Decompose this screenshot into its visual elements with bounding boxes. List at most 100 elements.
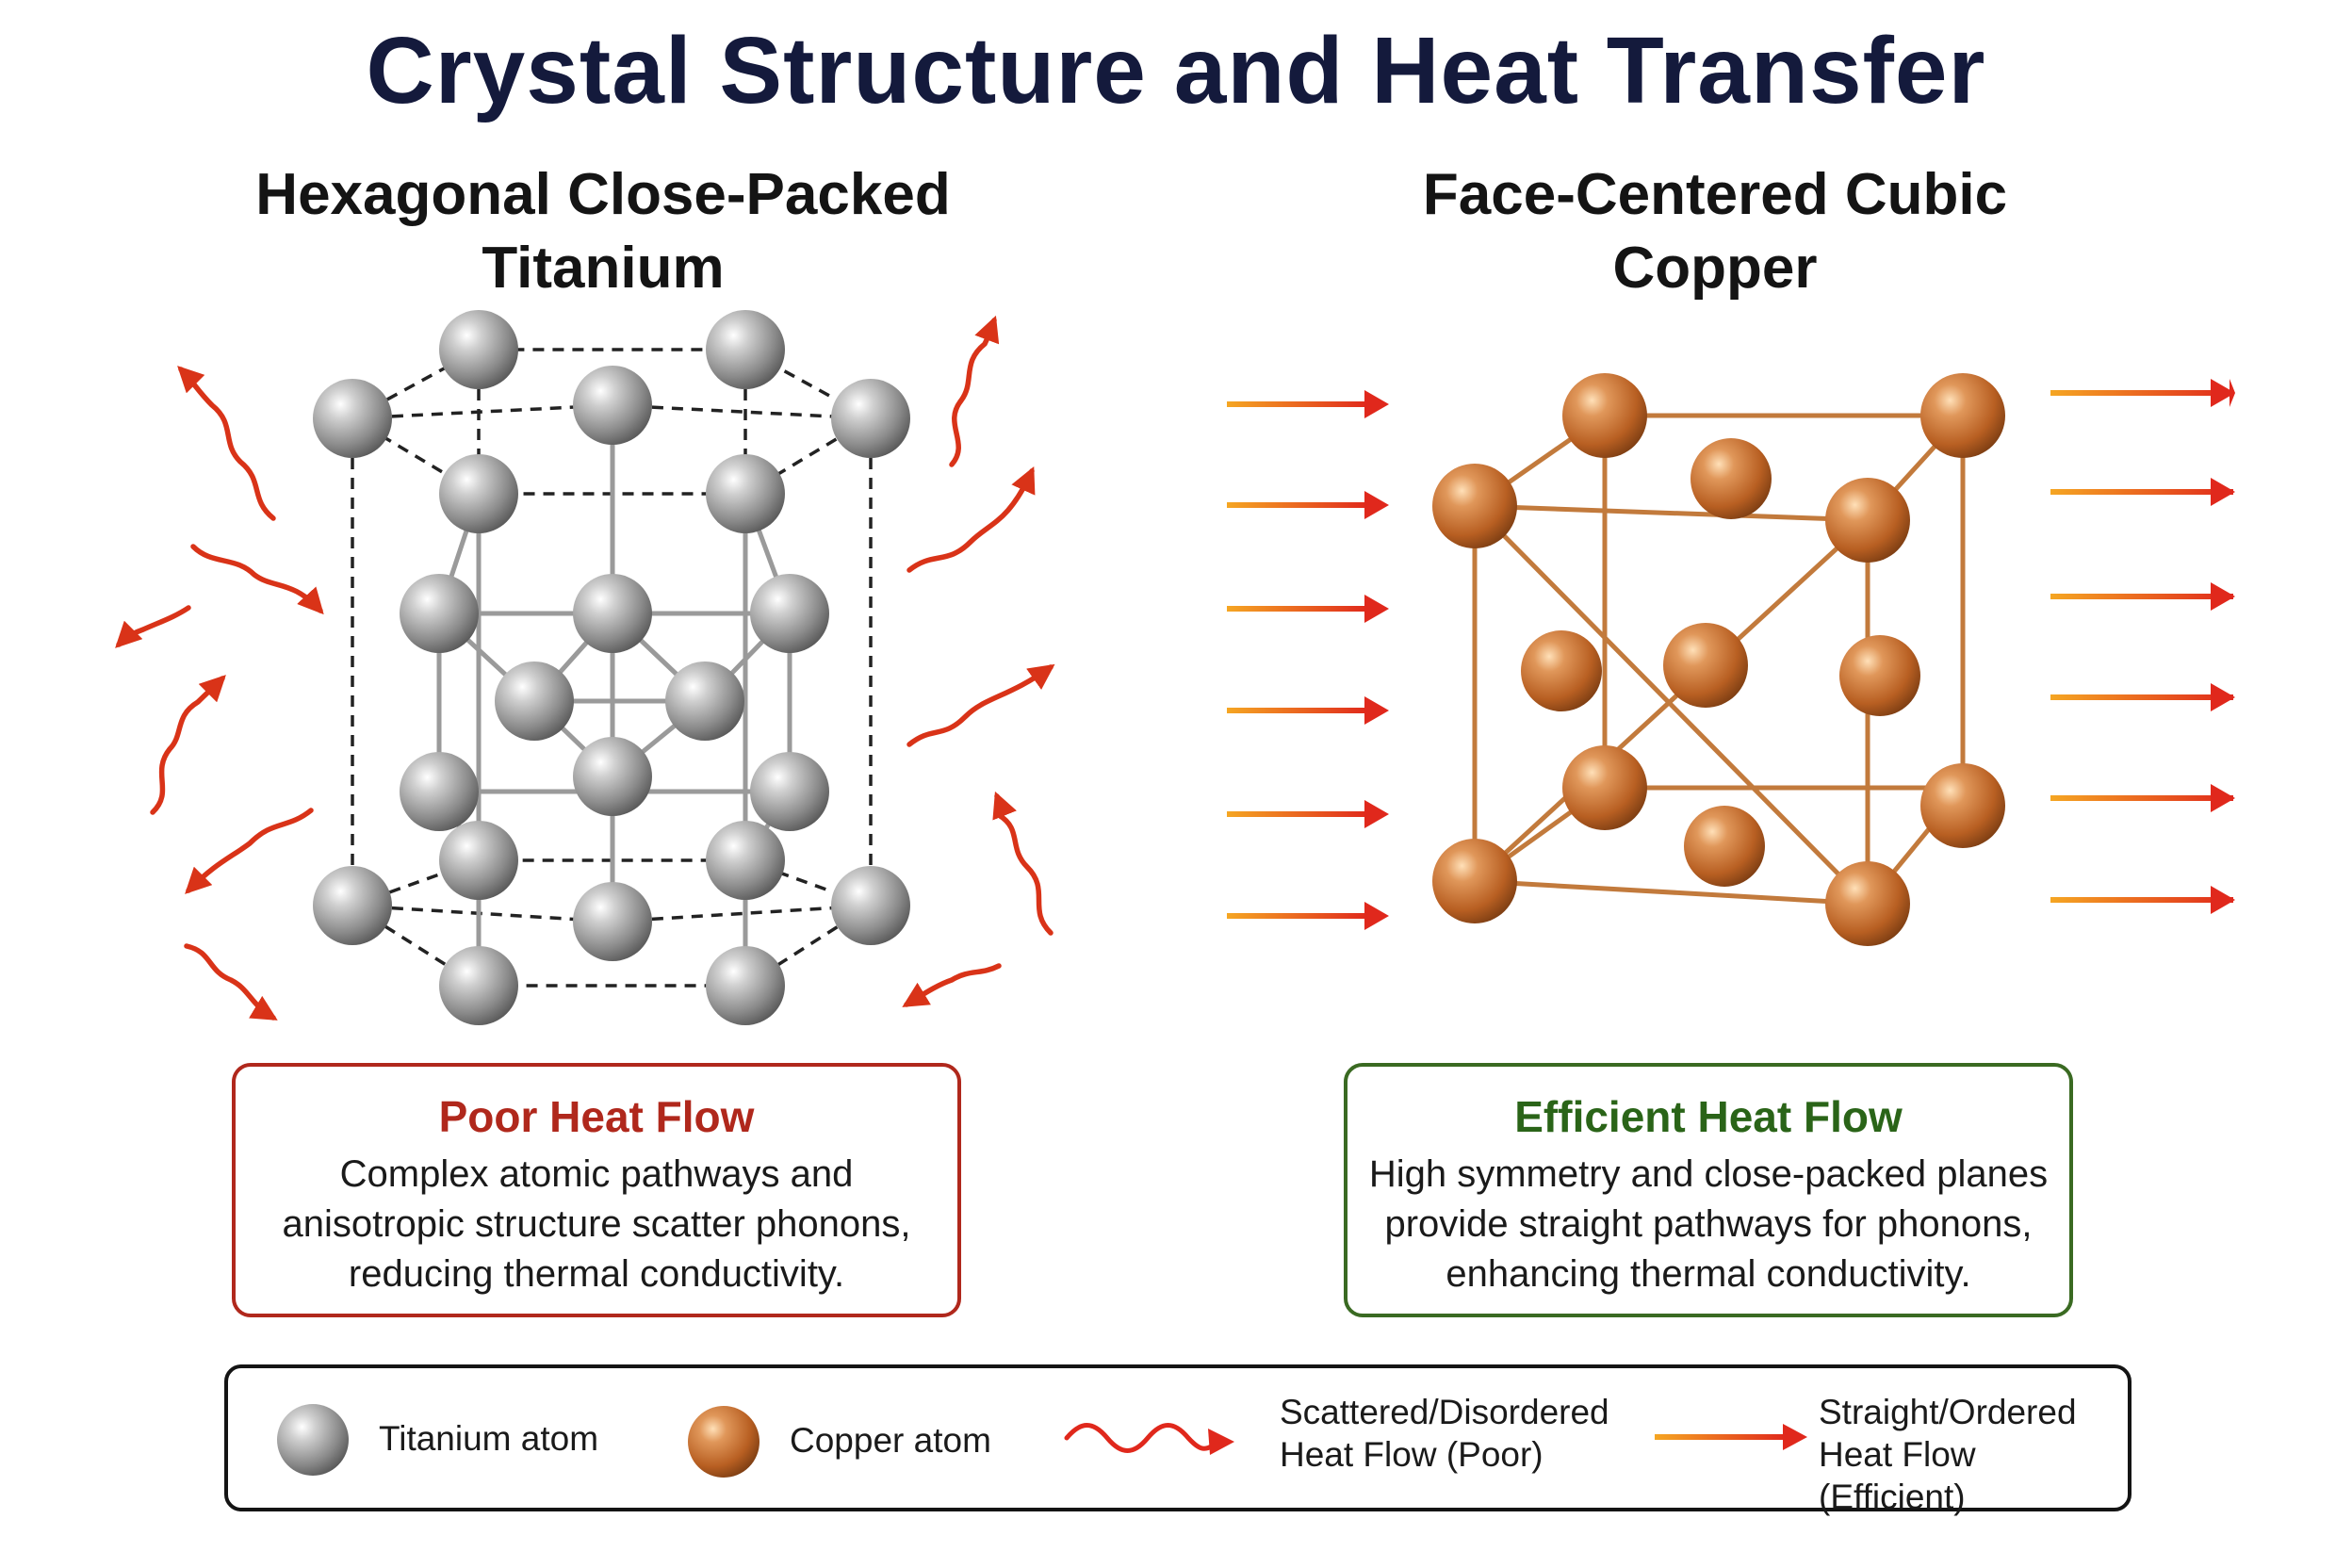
hcp-title-line2: Titanium bbox=[482, 236, 725, 301]
straight-arrow-icon bbox=[1227, 800, 1389, 828]
cu-atom bbox=[1920, 373, 2005, 458]
ti-atom bbox=[706, 454, 785, 533]
efficient-heat-flow-text: High symmetry and close-packed planes pr… bbox=[1348, 1150, 2069, 1299]
cu-atom bbox=[1562, 745, 1647, 830]
efficient-text-line1: High symmetry and close-packed planes bbox=[1368, 1153, 2049, 1195]
ti-atom bbox=[439, 821, 518, 900]
wavy-arrow-icon bbox=[906, 466, 1036, 573]
straight-arrow-icon bbox=[2050, 379, 2235, 407]
copper-sphere-icon bbox=[688, 1406, 760, 1478]
ti-atom bbox=[831, 379, 910, 458]
cu-atom bbox=[1521, 630, 1602, 711]
wavy-arrow-icon bbox=[184, 943, 278, 1021]
straight-arrow-icon bbox=[1227, 902, 1389, 930]
legend-copper-label: Copper atom bbox=[790, 1421, 991, 1460]
ti-atom bbox=[831, 866, 910, 945]
poor-text-line2: anisotropic structure scatter phonons, bbox=[282, 1203, 911, 1245]
ti-atom bbox=[665, 662, 744, 741]
wavy-arrow-icon bbox=[949, 315, 1000, 467]
cu-atom bbox=[1562, 373, 1647, 458]
straight-arrow-icon bbox=[2050, 683, 2235, 711]
fcc-title-line2: Copper bbox=[1612, 236, 1818, 301]
straight-arrow-icon bbox=[2050, 478, 2235, 506]
ti-atom bbox=[439, 454, 518, 533]
cu-atom bbox=[1684, 806, 1765, 887]
straight-arrow-icon bbox=[1227, 595, 1389, 623]
cu-atom bbox=[1825, 478, 1910, 563]
legend-straight-line1: Straight/Ordered bbox=[1819, 1393, 2077, 1431]
wavy-arrow-icon bbox=[185, 808, 314, 894]
legend-straight-label: Straight/Ordered Heat Flow (Efficient) bbox=[1819, 1391, 2128, 1518]
wavy-arrow-icon bbox=[177, 366, 276, 521]
ti-atom bbox=[573, 366, 652, 445]
ti-atom bbox=[573, 882, 652, 961]
straight-arrow-icon bbox=[1655, 1424, 1807, 1450]
legend-straight-line2: Heat Flow (Efficient) bbox=[1819, 1435, 1976, 1516]
cu-atom bbox=[1432, 464, 1517, 548]
wavy-arrow-icon bbox=[1064, 1423, 1216, 1453]
straight-arrow-icon bbox=[2050, 784, 2235, 812]
ti-atom bbox=[439, 946, 518, 1025]
wavy-arrow-icon bbox=[115, 605, 191, 648]
main-title: Crystal Structure and Heat Transfer bbox=[366, 18, 1986, 123]
cu-atom bbox=[1663, 623, 1748, 708]
ti-atom bbox=[706, 821, 785, 900]
wavy-arrow-icon bbox=[902, 963, 1002, 1007]
poor-heat-flow-box: Poor Heat Flow Complex atomic pathways a… bbox=[232, 1063, 961, 1317]
hcp-title: Hexagonal Close-Packed Titanium bbox=[226, 158, 980, 305]
hcp-atoms bbox=[313, 310, 910, 1025]
ti-atom bbox=[750, 574, 829, 653]
wavy-arrow-icon bbox=[150, 675, 226, 815]
cu-atom bbox=[1920, 763, 2005, 848]
cu-atom bbox=[1690, 438, 1772, 519]
straight-arrow-icon bbox=[2050, 582, 2235, 611]
titanium-sphere-icon bbox=[277, 1404, 349, 1476]
wavy-arrow-icon bbox=[992, 791, 1054, 936]
ti-atom bbox=[706, 946, 785, 1025]
efficient-heat-flow-box: Efficient Heat Flow High symmetry and cl… bbox=[1344, 1063, 2073, 1317]
fcc-atoms bbox=[1432, 373, 2005, 946]
wavy-arrow-head bbox=[1208, 1429, 1234, 1455]
wavy-arrow-icon bbox=[906, 663, 1055, 747]
ordered-heat-arrows bbox=[1227, 379, 2235, 930]
ti-atom bbox=[400, 752, 479, 831]
legend-titanium-label: Titanium atom bbox=[379, 1419, 599, 1458]
legend-scattered-label: Scattered/Disordered Heat Flow (Poor) bbox=[1280, 1391, 1609, 1476]
straight-arrow-icon bbox=[2050, 886, 2235, 914]
ti-atom bbox=[750, 752, 829, 831]
poor-heat-flow-text: Complex atomic pathways and anisotropic … bbox=[236, 1150, 957, 1299]
ti-atom bbox=[495, 662, 574, 741]
legend-scattered-line1: Scattered/Disordered bbox=[1280, 1393, 1609, 1431]
fcc-bonds bbox=[1472, 413, 1966, 906]
wavy-arrow-icon bbox=[190, 544, 324, 615]
legend-icons bbox=[277, 1404, 1807, 1478]
cu-atom bbox=[1825, 861, 1910, 946]
ti-atom bbox=[573, 574, 652, 653]
fcc-title-line1: Face-Centered Cubic bbox=[1422, 162, 2008, 227]
efficient-text-line3: enhancing thermal conductivity. bbox=[1446, 1253, 1971, 1295]
ti-atom bbox=[313, 379, 392, 458]
ti-atom bbox=[400, 574, 479, 653]
straight-arrow-icon bbox=[1227, 390, 1389, 418]
ti-atom bbox=[439, 310, 518, 389]
poor-text-line1: Complex atomic pathways and bbox=[339, 1153, 854, 1195]
cu-atom bbox=[1432, 839, 1517, 923]
hcp-lattice bbox=[313, 310, 910, 1025]
ti-atom bbox=[706, 310, 785, 389]
legend-scattered-line2: Heat Flow (Poor) bbox=[1280, 1435, 1544, 1474]
fcc-lattice bbox=[1432, 373, 2005, 946]
ti-atom bbox=[313, 866, 392, 945]
legend: Titanium atom Copper atom Scattered/Diso… bbox=[224, 1364, 2132, 1516]
hcp-title-line1: Hexagonal Close-Packed bbox=[255, 162, 951, 227]
efficient-text-line2: provide straight pathways for phonons, bbox=[1384, 1203, 2033, 1245]
scattered-heat-arrows bbox=[115, 315, 1055, 1021]
poor-heat-flow-heading: Poor Heat Flow bbox=[438, 1092, 755, 1141]
fcc-title: Face-Centered Cubic Copper bbox=[1338, 158, 2092, 305]
poor-text-line3: reducing thermal conductivity. bbox=[348, 1253, 845, 1295]
straight-arrow-icon bbox=[1227, 491, 1389, 519]
cu-atom bbox=[1839, 635, 1920, 716]
straight-arrow-icon bbox=[1227, 696, 1389, 725]
ti-atom bbox=[573, 737, 652, 816]
